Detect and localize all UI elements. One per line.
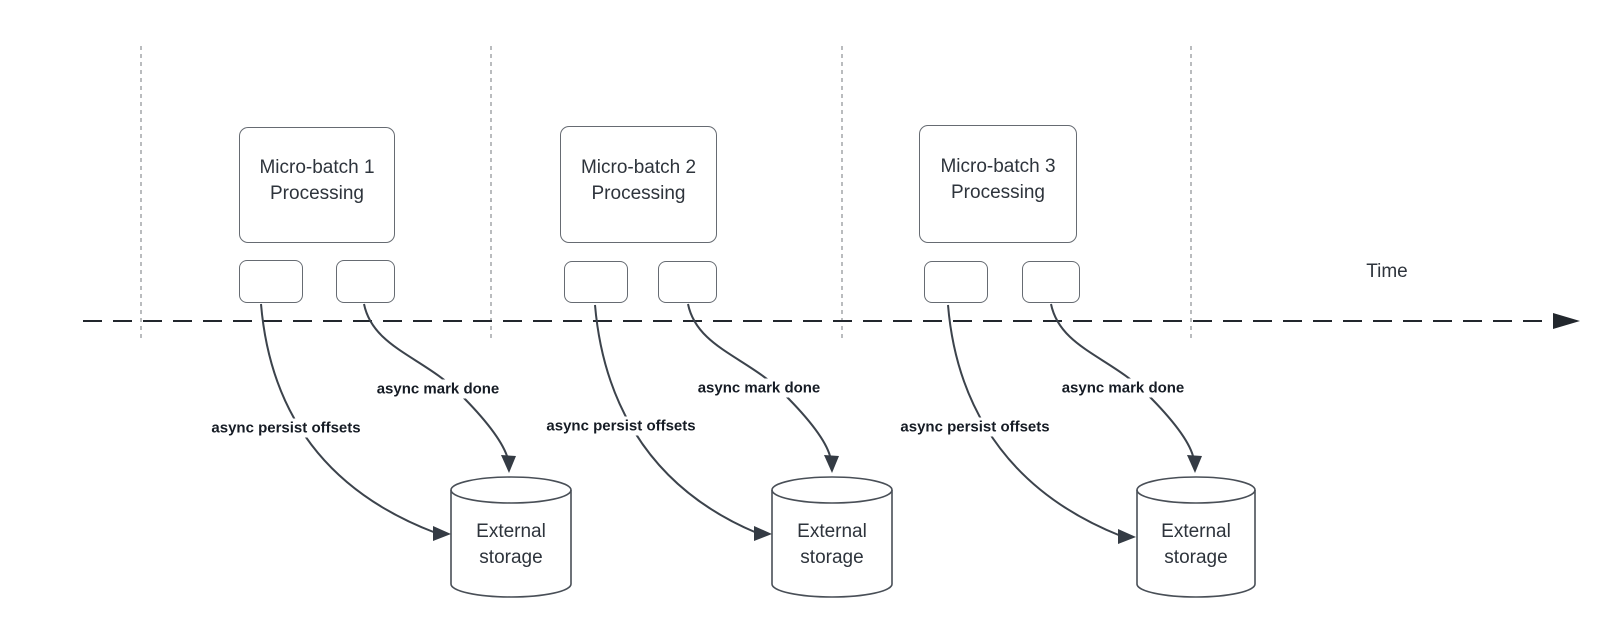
persist-offsets-arrowhead-icon-1 — [433, 526, 451, 541]
micro-batch-box-1-title: Micro-batch 1 — [259, 157, 375, 178]
storage-label-1-line2: storage — [479, 547, 543, 568]
micro-batch-box-3-subtitle: Processing — [951, 182, 1045, 203]
micro-batch-box-2-title: Micro-batch 2 — [580, 156, 697, 178]
storage-label-2: External storage — [797, 519, 867, 571]
persist-offsets-arrowhead-icon-3 — [1118, 529, 1136, 544]
micro-batch-box-2-subtitle: Processing — [591, 182, 686, 204]
mark-done-label-3: async mark done — [1058, 378, 1188, 398]
time-axis-label: Time — [1366, 261, 1408, 282]
persist-task-box-2 — [564, 261, 628, 303]
storage-label-3: External storage — [1161, 519, 1231, 571]
persist-task-box-1 — [239, 260, 303, 303]
mark-done-arrowhead-icon-1 — [501, 455, 516, 473]
storage-cylinder-3 — [1136, 476, 1256, 598]
mark-done-arrowhead-icon-3 — [1187, 455, 1202, 473]
storage-label-3-line2: storage — [1164, 547, 1228, 568]
storage-label-1: External storage — [476, 519, 546, 571]
persist-offsets-label-2: async persist offsets — [543, 416, 699, 436]
mark-done-label-1: async mark done — [373, 379, 503, 399]
storage-label-1-line1: External — [476, 521, 546, 542]
micro-batch-box-1-subtitle: Processing — [270, 183, 364, 204]
micro-batch-box-1: Micro-batch 1 Processing — [239, 127, 395, 243]
persist-offsets-arrowhead-icon-2 — [754, 526, 772, 541]
persist-task-box-3 — [924, 261, 988, 303]
micro-batch-box-3-title: Micro-batch 3 — [940, 156, 1056, 177]
storage-cylinder-1 — [450, 476, 572, 598]
mark-done-task-box-3 — [1022, 261, 1080, 303]
persist-offsets-label-3: async persist offsets — [897, 417, 1053, 437]
mark-done-arrowhead-icon-2 — [824, 455, 839, 473]
micro-batch-box-3: Micro-batch 3 Processing — [919, 125, 1077, 243]
persist-offsets-label-1: async persist offsets — [208, 418, 364, 438]
mark-done-task-box-1 — [336, 260, 395, 303]
micro-batch-box-2: Micro-batch 2 Processing — [560, 126, 717, 243]
mark-done-label-2: async mark done — [694, 378, 824, 398]
time-axis-arrowhead-icon — [1553, 313, 1580, 329]
storage-label-2-line1: External — [797, 521, 867, 542]
storage-label-3-line1: External — [1161, 521, 1231, 542]
storage-cylinder-2 — [771, 476, 893, 598]
mark-done-task-box-2 — [658, 261, 717, 303]
storage-label-2-line2: storage — [800, 547, 864, 568]
